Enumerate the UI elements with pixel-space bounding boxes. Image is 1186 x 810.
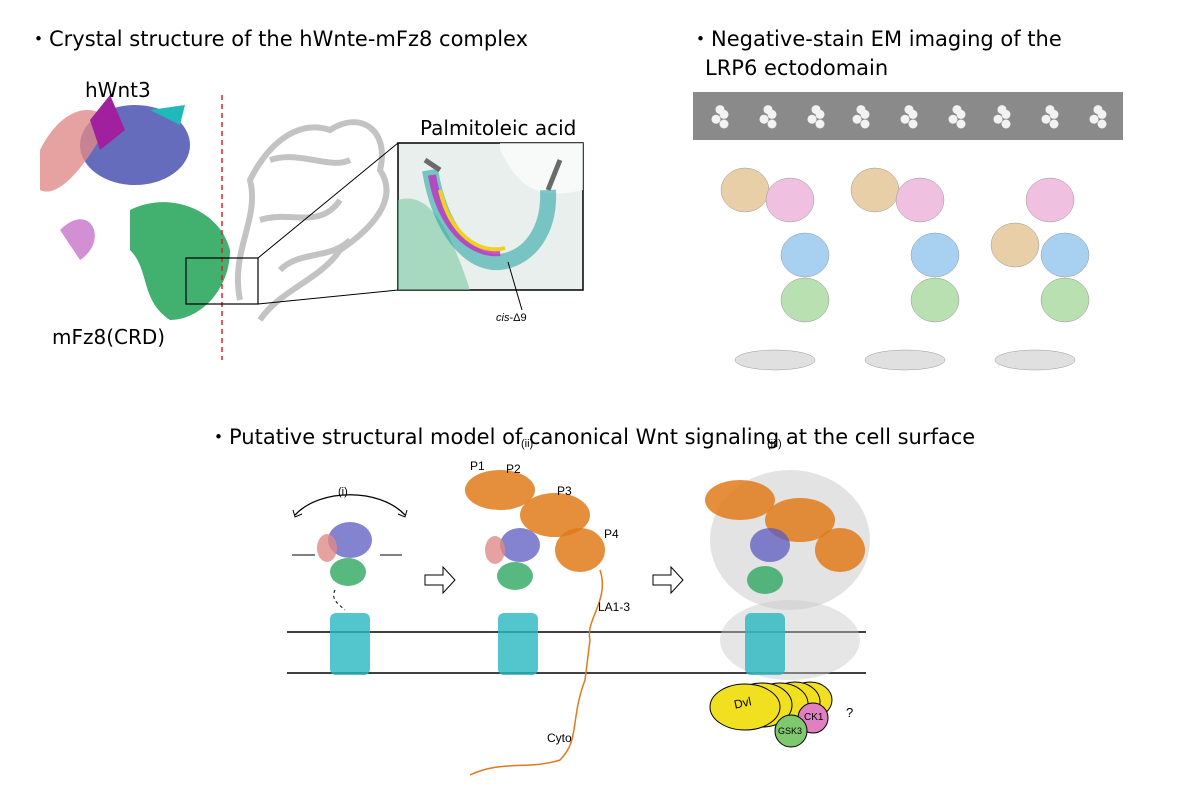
zoom-region-box xyxy=(185,257,259,305)
em-class-average xyxy=(759,105,777,129)
grey-symmetry-mate xyxy=(234,119,390,322)
em-class-average xyxy=(948,105,966,129)
ck1-label: CK1 xyxy=(804,712,824,723)
palmitoleic-acid-label: Palmitoleic acid xyxy=(420,116,577,140)
em-class-average xyxy=(807,105,825,129)
em-class-average xyxy=(900,105,918,129)
zoom-line-top xyxy=(257,142,399,259)
mfz8-crd-label: mFz8(CRD) xyxy=(52,325,166,349)
gsk3-circle xyxy=(774,714,808,748)
em-imaging-heading-line2: LRP6 ectodomain xyxy=(705,56,889,80)
domain-label-la1-3: LA1-3 xyxy=(598,600,631,614)
em-class-average xyxy=(1041,105,1059,129)
domain-label-cyto: Cyto xyxy=(547,731,572,745)
palmitoleic-acid-inset xyxy=(397,142,584,311)
model-panel-ii xyxy=(465,470,605,776)
frizzled-tm xyxy=(330,613,370,675)
wnt3-structure xyxy=(40,95,190,260)
structural-model-heading: ・Putative structural model of canonical … xyxy=(208,425,976,449)
cis-delta9-label: cis-Δ9 xyxy=(496,312,527,324)
domain-label-p2: P2 xyxy=(506,462,521,476)
transition-arrow-1 xyxy=(424,565,456,595)
em-3d-model xyxy=(990,177,1090,371)
em-class-average xyxy=(1089,105,1107,129)
zoom-line-bottom xyxy=(257,289,399,305)
rotation-arrow xyxy=(294,494,406,516)
lrp6-tail xyxy=(469,569,604,776)
em-class-average xyxy=(852,105,870,129)
em-particles xyxy=(711,105,1107,129)
transition-arrow-2 xyxy=(652,565,684,595)
panel-label-iii: (iii) xyxy=(767,438,782,450)
model-panel-i xyxy=(292,494,408,675)
crystal-structure-heading: ・Crystal structure of the hWnte-mFz8 com… xyxy=(28,27,529,51)
domain-label-p1: P1 xyxy=(470,459,485,473)
delta9-text: -Δ9 xyxy=(509,312,527,324)
unknown-factor-label: ? xyxy=(846,705,854,720)
panel-label-ii: (ii) xyxy=(521,438,534,450)
hwnt3-label: hWnt3 xyxy=(85,78,151,102)
gsk3-label: GSK3 xyxy=(778,726,803,736)
em-imaging-heading-line1: ・Negative-stain EM imaging of the xyxy=(690,27,1062,51)
fz8-crd-structure xyxy=(130,202,230,320)
em-class-average xyxy=(711,105,729,129)
domain-label-p3: P3 xyxy=(557,484,572,498)
em-3d-model xyxy=(850,167,960,371)
cis-text: cis xyxy=(496,312,510,324)
em-3d-model xyxy=(720,167,830,371)
em-class-average xyxy=(993,105,1011,129)
model-panel-iii xyxy=(705,470,870,748)
panel-label-i: (i) xyxy=(338,486,348,498)
domain-label-p4: P4 xyxy=(604,527,619,541)
em-3d-models xyxy=(720,167,1090,371)
